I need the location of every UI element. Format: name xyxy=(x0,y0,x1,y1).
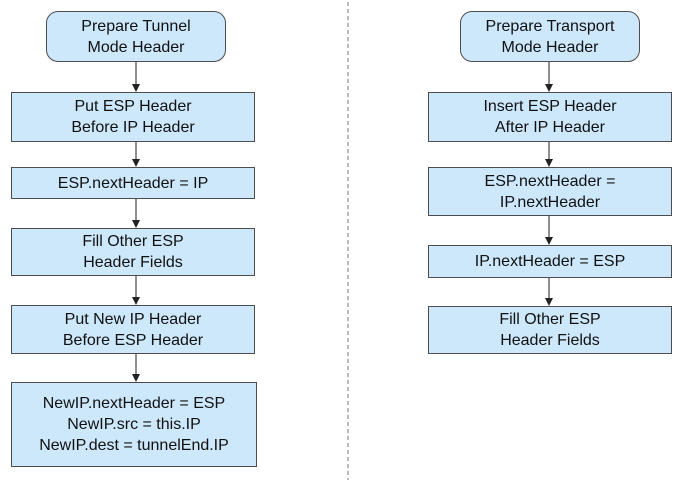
transport-step-3-line-1: ESP.nextHeader = xyxy=(484,172,616,190)
tunnel-step-box: Put ESP Header Before IP Header xyxy=(11,92,255,142)
tunnel-step-4-line-2: Header Fields xyxy=(83,254,183,271)
tunnel-step-6-line-2: NewIP.src = this.IP xyxy=(67,416,201,433)
transport-step-2-line-2: After IP Header xyxy=(495,119,605,136)
tunnel-step-4-line-1: Fill Other ESP xyxy=(82,233,184,250)
tunnel-step-2-line-1: Put ESP Header xyxy=(74,98,192,115)
tunnel-step-box: Fill Other ESP Header Fields xyxy=(11,228,255,276)
tunnel-step-5-line-1: Put New IP Header xyxy=(64,310,202,328)
transport-step-5-line-1: Fill Other ESP xyxy=(499,311,601,328)
tunnel-step-2-line-2: Before IP Header xyxy=(71,119,195,136)
tunnel-start-box: Prepare Tunnel Mode Header xyxy=(46,11,226,62)
tunnel-step-box: NewIP.nextHeader = ESP NewIP.src = this.… xyxy=(11,382,257,467)
transport-step-1-line-2: Mode Header xyxy=(501,38,599,56)
transport-step-4-line-1: IP.nextHeader = ESP xyxy=(474,253,626,270)
transport-step-3-line-2: IP.nextHeader xyxy=(499,193,601,211)
tunnel-step-box: Put New IP Header Before ESP Header xyxy=(11,305,255,354)
tunnel-step-5-line-2: Before ESP Header xyxy=(62,331,204,349)
tunnel-step-1-line-1: Prepare Tunnel xyxy=(81,17,191,35)
transport-step-box: Insert ESP Header After IP Header xyxy=(428,92,672,142)
transport-step-2-line-1: Insert ESP Header xyxy=(483,98,617,115)
transport-step-box: IP.nextHeader = ESP xyxy=(428,245,672,278)
transport-step-5-line-2: Header Fields xyxy=(500,332,600,349)
transport-step-box: ESP.nextHeader = IP.nextHeader xyxy=(428,167,672,216)
tunnel-step-box: ESP.nextHeader = IP xyxy=(11,167,255,199)
transport-step-1-line-1: Prepare Transport xyxy=(485,17,615,35)
transport-start-box: Prepare Transport Mode Header xyxy=(460,11,640,62)
tunnel-step-6-line-3: NewIP.dest = tunnelEnd.IP xyxy=(39,437,229,454)
transport-step-box: Fill Other ESP Header Fields xyxy=(428,306,672,354)
tunnel-step-6-line-1: NewIP.nextHeader = ESP xyxy=(42,395,226,412)
tunnel-step-3-line-1: ESP.nextHeader = IP xyxy=(57,174,209,192)
tunnel-step-1-line-2: Mode Header xyxy=(87,38,185,56)
